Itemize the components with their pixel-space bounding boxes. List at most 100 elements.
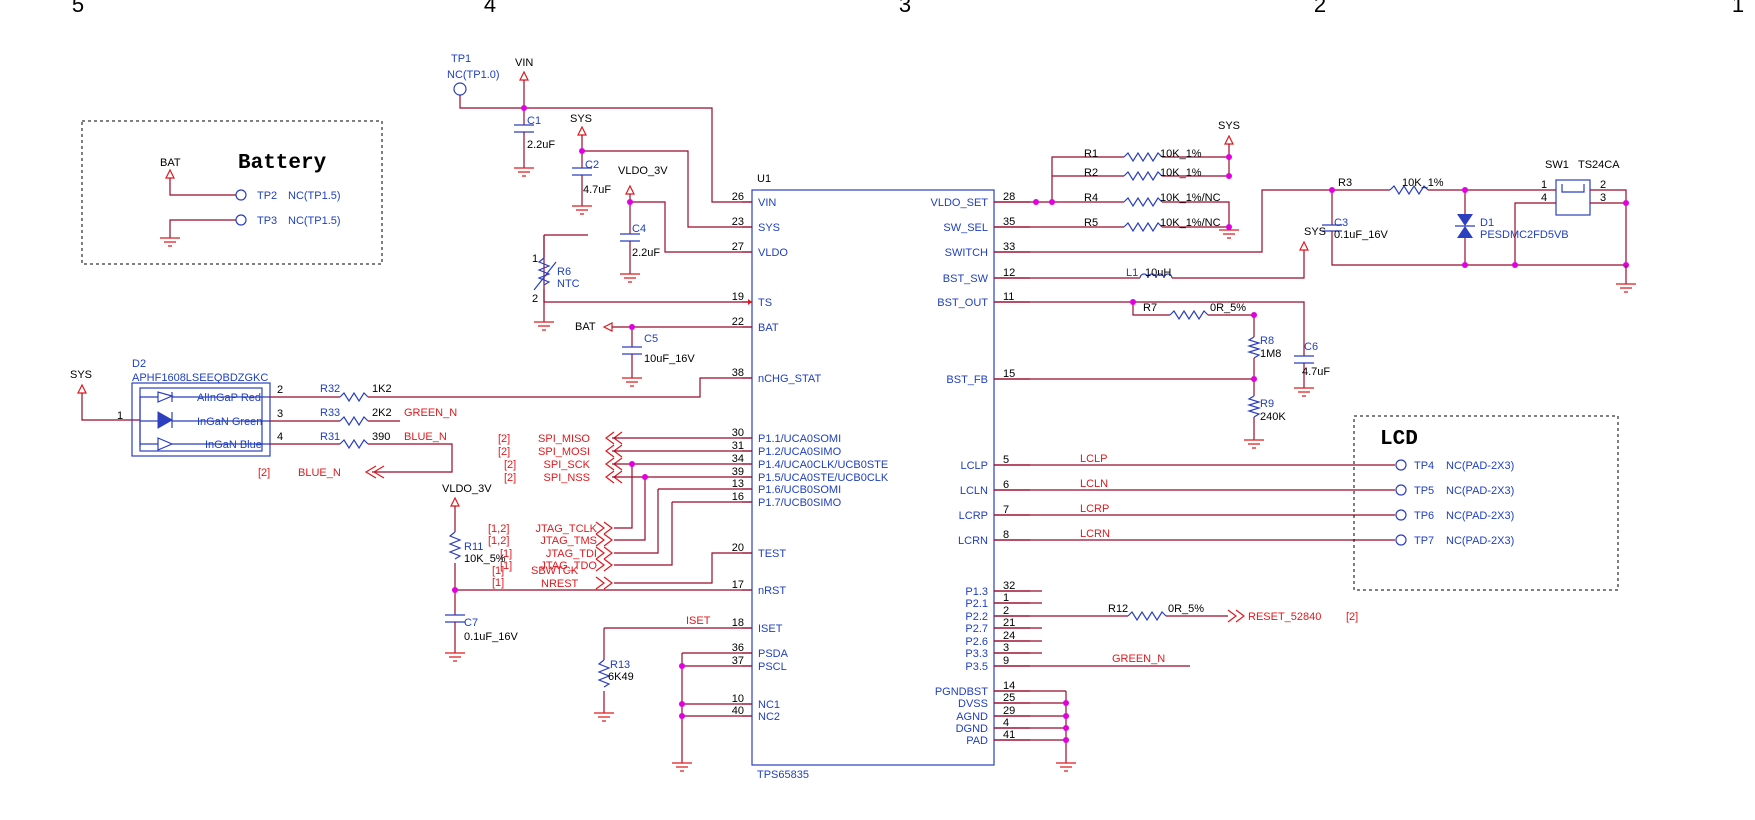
u1-right-pin-num: 12 xyxy=(1003,267,1015,279)
r6-ref: R6 xyxy=(557,266,571,278)
lcd-tp-ref: TP5 xyxy=(1414,485,1434,497)
r4-ref: R4 xyxy=(1084,192,1098,204)
d1-val: PESDMC2FD5VB xyxy=(1480,229,1569,241)
u1-right-pin-name: BST_FB xyxy=(946,374,988,386)
u1-right-pin-num: 2 xyxy=(1003,605,1009,617)
ground-pins xyxy=(994,690,1076,772)
lcd-tp-ref: TP7 xyxy=(1414,535,1434,547)
u1-right-pin-num: 8 xyxy=(1003,529,1009,541)
u1-right-pin-num: 7 xyxy=(1003,504,1009,516)
u1-right-pin-num: 9 xyxy=(1003,655,1009,667)
lcd-tp-ref: TP4 xyxy=(1414,460,1434,472)
r11-val: 10K_5% xyxy=(464,553,506,565)
r3-ref: R3 xyxy=(1338,177,1352,189)
lcd-tp-ref: TP6 xyxy=(1414,510,1434,522)
lcd-tp-val: NC(PAD-2X3) xyxy=(1446,535,1514,547)
spi-signal-ref: [2] xyxy=(498,446,510,458)
u1-left-pin-name: P1.2/UCA0SIMO xyxy=(758,446,842,458)
u1-left-pin-num: 34 xyxy=(732,453,744,465)
r8-ref: R8 xyxy=(1260,335,1274,347)
c5-ref: C5 xyxy=(644,333,658,345)
c3-ref: C3 xyxy=(1334,217,1348,229)
u1-right-pin-name: PGNDBST xyxy=(935,686,988,698)
u1-left-pin-name: P1.5/UCA0STE/UCB0CLK xyxy=(758,472,889,484)
iset-net: ISET xyxy=(686,615,711,627)
zone-1: 1 xyxy=(1732,0,1744,17)
bat-net-c5: BAT xyxy=(575,321,596,333)
reset-group: R12 0R_5% RESET_52840 [2] GREEN_N xyxy=(994,590,1358,667)
lcd-tp-val: NC(PAD-2X3) xyxy=(1446,485,1514,497)
u1-left-pin-num: 22 xyxy=(732,316,744,328)
u1-right-pin-name: P2.6 xyxy=(965,636,988,648)
l1-ref: L1 xyxy=(1126,267,1138,279)
u1-left-pin-num: 38 xyxy=(732,367,744,379)
u1-left-pin-num: 16 xyxy=(732,491,744,503)
tp1-group: TP1 NC(TP1.0) VIN C1 2.2uF xyxy=(447,53,752,203)
u1-right-pin-name: VLDO_SET xyxy=(931,197,989,209)
u1-right-pin-name: SWITCH xyxy=(945,247,988,259)
c5-group: BAT C5 10uF_16V xyxy=(575,321,752,387)
battery-bat-label: BAT xyxy=(160,157,181,169)
sys-net-led: SYS xyxy=(70,369,92,381)
ic-right-pins: 28VLDO_SET35SW_SEL33SWITCH12BST_SW11BST_… xyxy=(931,191,1030,747)
spi-signal-ref: [2] xyxy=(498,433,510,445)
u1-left-pin-num: 23 xyxy=(732,216,744,228)
u1-right-pin-num: 14 xyxy=(1003,680,1015,692)
blue-n-net-led: BLUE_N xyxy=(404,431,447,443)
u1-right-pin-num: 3 xyxy=(1003,642,1009,654)
c2-ref: C2 xyxy=(585,159,599,171)
lcln-net: LCLN xyxy=(1080,478,1108,490)
lcd-lines: LCLP LCLN LCRP LCRN xyxy=(994,453,1395,541)
zone-2: 2 xyxy=(1314,0,1326,17)
r31-ref: R31 xyxy=(320,431,340,443)
u1-left-pin-name: VIN xyxy=(758,197,776,209)
d2-part: APHF1608LSEEQBDZGKC xyxy=(132,372,268,384)
r11-ref: R11 xyxy=(464,541,483,553)
u1-right-pin-num: 35 xyxy=(1003,216,1015,228)
blue-n-net-offpage: BLUE_N xyxy=(298,467,341,479)
r12-val: 0R_5% xyxy=(1168,603,1204,615)
l1-val: 10uH xyxy=(1145,267,1171,279)
u1-left-pin-name: VLDO xyxy=(758,247,788,259)
c7-ref: C7 xyxy=(464,617,478,629)
r3-val: 10K_1% xyxy=(1402,177,1444,189)
u1-right-pin-num: 21 xyxy=(1003,617,1015,629)
tp2-ref: TP2 xyxy=(257,190,277,202)
u1-right-pin-num: 25 xyxy=(1003,692,1015,704)
jtag-signal-name: JTAG_TDI xyxy=(546,548,597,560)
u1-right-pin-name: LCLP xyxy=(960,460,988,472)
spi-signal-name: SPI_NSS xyxy=(544,472,590,484)
tp2-val: NC(TP1.5) xyxy=(288,190,341,202)
c4-group: VLDO_3V C4 2.2uF xyxy=(618,165,752,283)
sys-net-c2: SYS xyxy=(570,113,592,125)
d2-ref: D2 xyxy=(132,358,146,370)
u1-right-pin-name: P3.5 xyxy=(965,661,988,673)
jtag-signal-ref: [1] xyxy=(500,560,512,572)
u1-right-pin-name: P2.2 xyxy=(965,611,988,623)
u1-right-pin-num: 24 xyxy=(1003,630,1015,642)
sw1-pin4: 4 xyxy=(1541,192,1547,204)
tp3-val: NC(TP1.5) xyxy=(288,215,341,227)
u1-left-pin-name: P1.6/UCB0SOMI xyxy=(758,484,841,496)
lcrp-net: LCRP xyxy=(1080,503,1109,515)
u1-right-pin-name: LCLN xyxy=(960,485,988,497)
u1-right-pin-num: 11 xyxy=(1003,291,1014,303)
r9-val: 240K xyxy=(1260,411,1286,423)
sbwtck-ref-1: [1] xyxy=(492,565,504,577)
u1-right-pin-name: SW_SEL xyxy=(943,222,988,234)
sw1-pin3: 3 xyxy=(1600,192,1606,204)
u1-right-pin-num: 4 xyxy=(1003,717,1009,729)
nrest-net: NREST xyxy=(541,578,579,590)
u1-left-pin-num: 13 xyxy=(732,478,744,490)
r11-c7-group: VLDO_3V R11 10K_5% C7 0.1uF_16V NREST xyxy=(442,483,752,662)
u1-left-pin-name: nCHG_STAT xyxy=(758,373,821,385)
lcd-title: LCD xyxy=(1380,428,1418,451)
u1-right-pin-name: P2.7 xyxy=(965,623,988,635)
r2-ref: R2 xyxy=(1084,167,1098,179)
sw1-val: TS24CA xyxy=(1578,159,1620,171)
u1-left-pin-num: 39 xyxy=(732,466,744,478)
r6-val: NTC xyxy=(557,278,580,290)
r1-ref: R1 xyxy=(1084,148,1098,160)
c2-val: 4.7uF xyxy=(583,184,611,196)
u1-right-pin-num: 33 xyxy=(1003,241,1015,253)
